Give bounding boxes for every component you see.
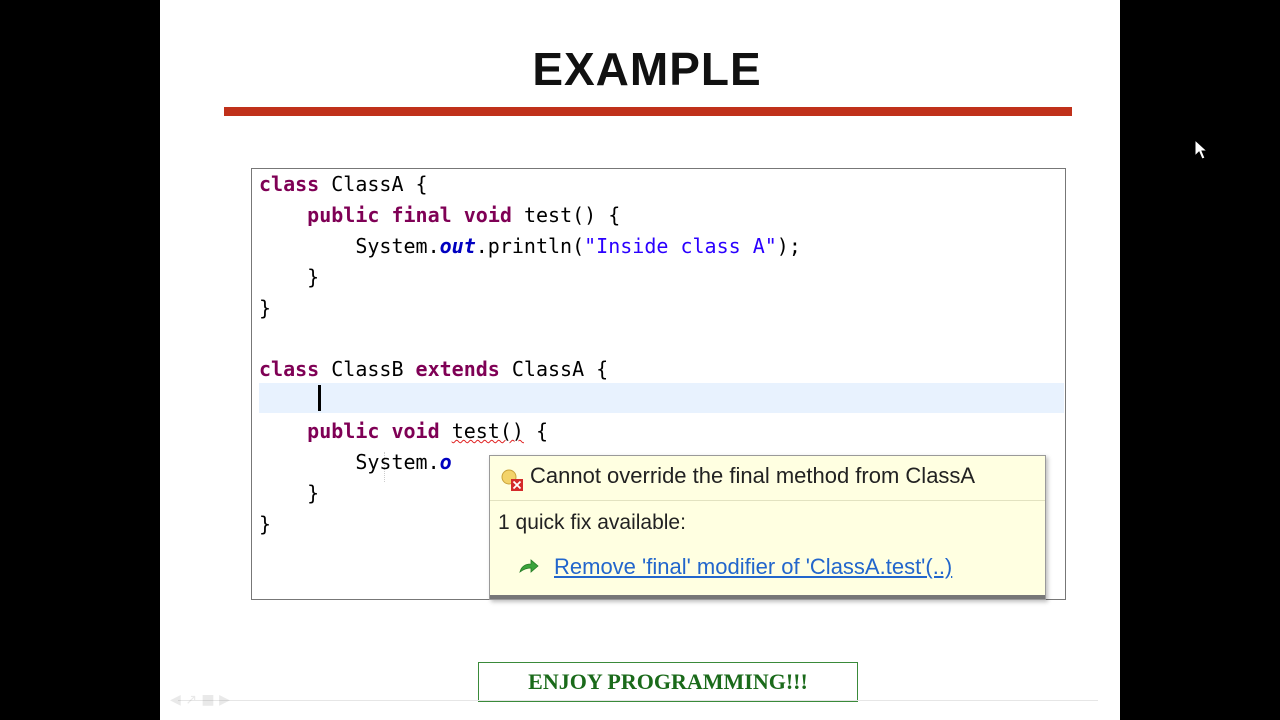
code-line-4: } (259, 265, 320, 289)
code-text: ClassB (319, 357, 416, 381)
code-area[interactable]: class ClassA { public final void test() … (252, 169, 1065, 599)
indent (259, 203, 307, 227)
code-text: test() { (511, 203, 621, 227)
text-caret (318, 385, 321, 411)
current-line-highlight (259, 383, 1064, 413)
slide-title: EXAMPLE (532, 43, 762, 95)
quick-fix-link[interactable]: Remove 'final' modifier of 'ClassA.test'… (554, 554, 953, 579)
keyword: final (391, 203, 452, 227)
code-text: ClassA { (319, 172, 428, 196)
code-text: ClassA { (499, 357, 609, 381)
code-line-5: } (259, 296, 272, 320)
keyword: void (463, 203, 512, 227)
static-field: o (439, 450, 452, 474)
code-text (440, 419, 452, 443)
code-text: System. (355, 450, 440, 474)
indent (259, 450, 355, 474)
code-text: ); (776, 234, 801, 258)
title-underline-bar (224, 107, 1072, 116)
code-line-6: class ClassB extends ClassA { (259, 354, 608, 385)
tooltip-divider (490, 500, 1045, 501)
quick-fix-count: 1 quick fix available: (498, 511, 686, 534)
mouse-pointer-icon (1194, 139, 1209, 160)
error-underlined-method[interactable]: test() (451, 419, 524, 443)
code-line-2: public final void test() { (259, 200, 620, 231)
slide: EXAMPLE class ClassA { public final void… (160, 0, 1120, 720)
string-literal: "Inside class A" (584, 234, 777, 258)
indent (259, 419, 307, 443)
keyword: class (259, 357, 320, 381)
code-text: .println( (475, 234, 585, 258)
code-line-10: } (259, 481, 320, 505)
code-line-11: } (259, 512, 272, 536)
code-line-1: class ClassA { (259, 169, 428, 200)
quick-fix-tooltip: Cannot override the final method from Cl… (489, 455, 1046, 600)
footer-banner: ENJOY PROGRAMMING!!! (478, 662, 858, 702)
static-field: out (439, 234, 476, 258)
keyword: extends (415, 357, 500, 381)
error-message: Cannot override the final method from Cl… (530, 463, 976, 488)
keyword: public (307, 419, 380, 443)
slide-navigation-controls[interactable]: ◀ ↗ ■ ▶ (170, 692, 230, 708)
quick-fix-icon (519, 559, 539, 574)
indent (259, 234, 355, 258)
code-line-8: public void test() { (259, 416, 548, 447)
error-icon (501, 469, 523, 491)
tooltip-bottom-border (490, 595, 1045, 599)
code-line-3: System.out.println("Inside class A"); (259, 231, 801, 262)
code-text: { (523, 419, 549, 443)
slide-footer-divider (178, 700, 1098, 701)
keyword: void (391, 419, 440, 443)
code-line-9: System.o (259, 447, 452, 478)
indent-guide (384, 452, 385, 482)
keyword: public (307, 203, 380, 227)
keyword: class (259, 172, 320, 196)
code-text: System. (355, 234, 440, 258)
